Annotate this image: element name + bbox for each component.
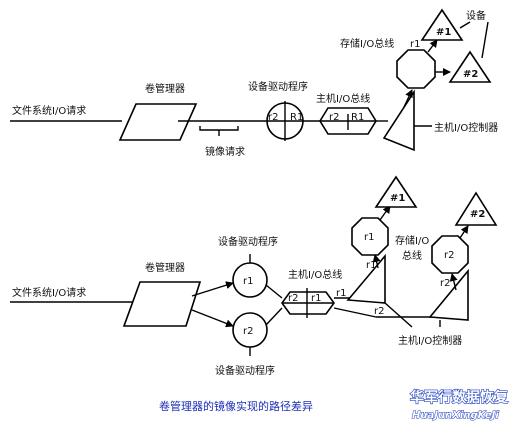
bottom-driver-r2-label: r2 — [243, 326, 253, 337]
top-file-request-label: 文件系统I/O请求 — [12, 104, 86, 117]
bottom-file-request-label: 文件系统I/O请求 — [12, 286, 86, 299]
bottom-device-driver-bottom-label: 设备驱动程序 — [215, 364, 275, 377]
top-controller-to-bus-arrow — [403, 89, 413, 108]
bottom-ctrl2-r2: r2 — [440, 278, 450, 289]
top-device-2-label: #2 — [463, 69, 478, 80]
bottom-storage-r1-octagon — [351, 217, 389, 256]
bottom-driver-r1-label: r1 — [243, 276, 253, 287]
bottom-bus-to-ctrl2-line-a — [333, 307, 377, 318]
bottom-device-driver-top-label: 设备驱动程序 — [218, 235, 278, 248]
top-device-1-triangle — [420, 8, 464, 41]
bottom-ctrl1-leader — [384, 302, 413, 328]
top-storage-bus-octagon — [396, 49, 436, 89]
watermark-line-1: 华军行数据恢复 — [410, 389, 509, 406]
top-bus-R1: R1 — [351, 112, 364, 123]
watermark: 华军行数据恢复 HuaJunXingKeJi — [409, 388, 509, 421]
bottom-ctrl2-to-bus-arrow — [449, 273, 458, 291]
bottom-device-1-label: #1 — [390, 193, 405, 204]
bottom-storage-bus-label-2: 总线 — [402, 249, 422, 262]
top-volume-manager-label: 卷管理器 — [145, 82, 185, 95]
top-host-bus-label: 主机I/O总线 — [316, 92, 370, 105]
bottom-host-bus-label: 主机I/O总线 — [288, 268, 342, 281]
top-bus-to-dev1-arrow — [427, 39, 438, 53]
top-device-driver-label: 设备驱动程序 — [248, 80, 308, 93]
bottom-path-r1: r1 — [336, 288, 346, 299]
top-storage-r1: r1 — [410, 39, 420, 50]
top-device-label: 设备 — [466, 9, 486, 22]
bottom-diagram: 文件系统I/O请求 卷管理器 r1 设备驱动程序 r2 设备驱动程序 r2 r1… — [10, 175, 498, 377]
top-driver-r2: r2 — [268, 112, 278, 123]
top-mirror-brace — [199, 126, 239, 131]
bottom-volume-manager-box — [122, 281, 202, 327]
top-device-2-triangle — [448, 50, 492, 83]
bottom-r1-to-bus-line — [265, 284, 283, 299]
bottom-storage-r1-label: r1 — [364, 232, 374, 243]
top-controller-label: 主机I/O控制器 — [434, 121, 498, 134]
bottom-vm-to-r1-arrow — [191, 281, 234, 297]
bottom-ctrl1-r1: r1 — [366, 260, 376, 271]
bottom-controller-2-triangle — [428, 268, 469, 321]
bottom-bus-r1: r1 — [311, 293, 321, 304]
top-controller-triangle — [382, 89, 415, 152]
bottom-device-2-triangle — [454, 191, 498, 226]
bottom-storage-r2-octagon — [431, 235, 469, 274]
top-mirror-request-label: 镜像请求 — [205, 145, 245, 158]
bottom-storage-bus-label-1: 存储I/O — [395, 234, 429, 247]
bottom-volume-manager-label: 卷管理器 — [145, 261, 185, 274]
watermark-line-2: HuaJunXingKeJi — [412, 410, 499, 421]
figure-caption: 卷管理器的镜像实现的路径差异 — [159, 399, 313, 413]
top-diagram: 文件系统I/O请求 卷管理器 镜像请求 r2 R1 设备驱动程序 r2 R1 主… — [10, 8, 498, 158]
top-device-pointer-2 — [481, 21, 489, 59]
top-volume-manager-box — [118, 103, 198, 141]
bottom-controller-1-triangle — [346, 253, 386, 304]
bottom-bus-r2: r2 — [288, 293, 298, 304]
bottom-controller-label: 主机I/O控制器 — [398, 334, 462, 347]
top-device-pointer-1 — [459, 21, 471, 29]
bottom-device-1-triangle — [374, 175, 418, 208]
bottom-path-r2: r2 — [374, 306, 384, 317]
top-bus-r2: r2 — [329, 112, 339, 123]
bottom-device-2-label: #2 — [470, 209, 485, 220]
bottom-vm-to-r2-arrow — [191, 309, 234, 328]
top-device-1-label: #1 — [436, 27, 451, 38]
bottom-bus-to-dev1-arrow — [379, 205, 391, 221]
bottom-storage-r2-label: r2 — [444, 250, 454, 261]
bottom-bus-to-dev2-arrow — [459, 225, 469, 239]
bottom-ctrl1-to-bus-arrow — [372, 254, 381, 269]
top-driver-R1: R1 — [290, 112, 303, 123]
bottom-r2-to-bus-line — [265, 307, 283, 326]
top-storage-bus-label: 存储I/O总线 — [340, 37, 394, 50]
